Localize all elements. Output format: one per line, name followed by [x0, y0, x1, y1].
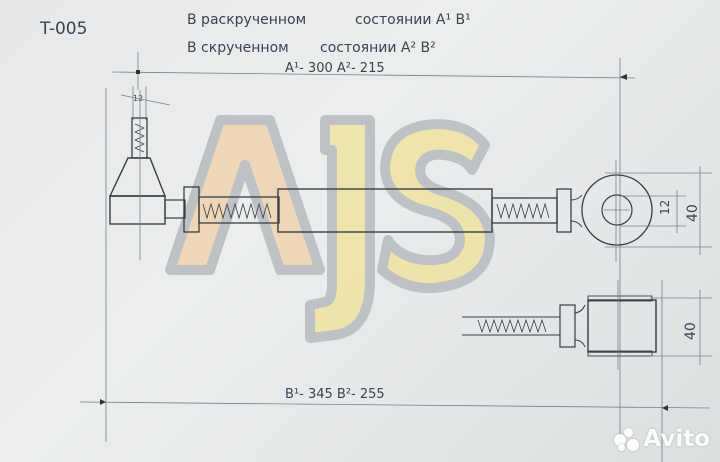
note-untwisted-prefix: В раскрученном — [187, 12, 306, 28]
left-thread — [198, 196, 280, 224]
eye-outer-dim: 40 — [685, 204, 701, 222]
avito-watermark: Avito — [614, 426, 710, 452]
avito-logo-icon — [614, 426, 640, 452]
part-number: T-005 — [39, 19, 87, 39]
stud-width-dim: 12 — [133, 94, 143, 103]
dimension-b-label: B¹- 345 B²- 255 — [285, 387, 385, 402]
note-untwisted-suffix: состоянии A¹ B¹ — [355, 12, 471, 28]
bushing-width-dim: 40 — [683, 322, 699, 340]
avito-text: Avito — [643, 426, 710, 452]
right-thread — [491, 197, 558, 224]
bushing-side-view: 40 — [462, 280, 712, 370]
dimension-a-label: A¹- 300 A²- 215 — [285, 61, 385, 76]
note-twisted-suffix: состоянии A² B² — [320, 40, 436, 56]
eye-hole-dim: 12 — [658, 200, 672, 215]
note-twisted-prefix: В скрученном — [187, 40, 289, 56]
right-eye-end: 12 40 — [556, 160, 712, 262]
left-rod-end: 12 — [108, 86, 200, 260]
adjuster-barrel — [277, 188, 493, 233]
